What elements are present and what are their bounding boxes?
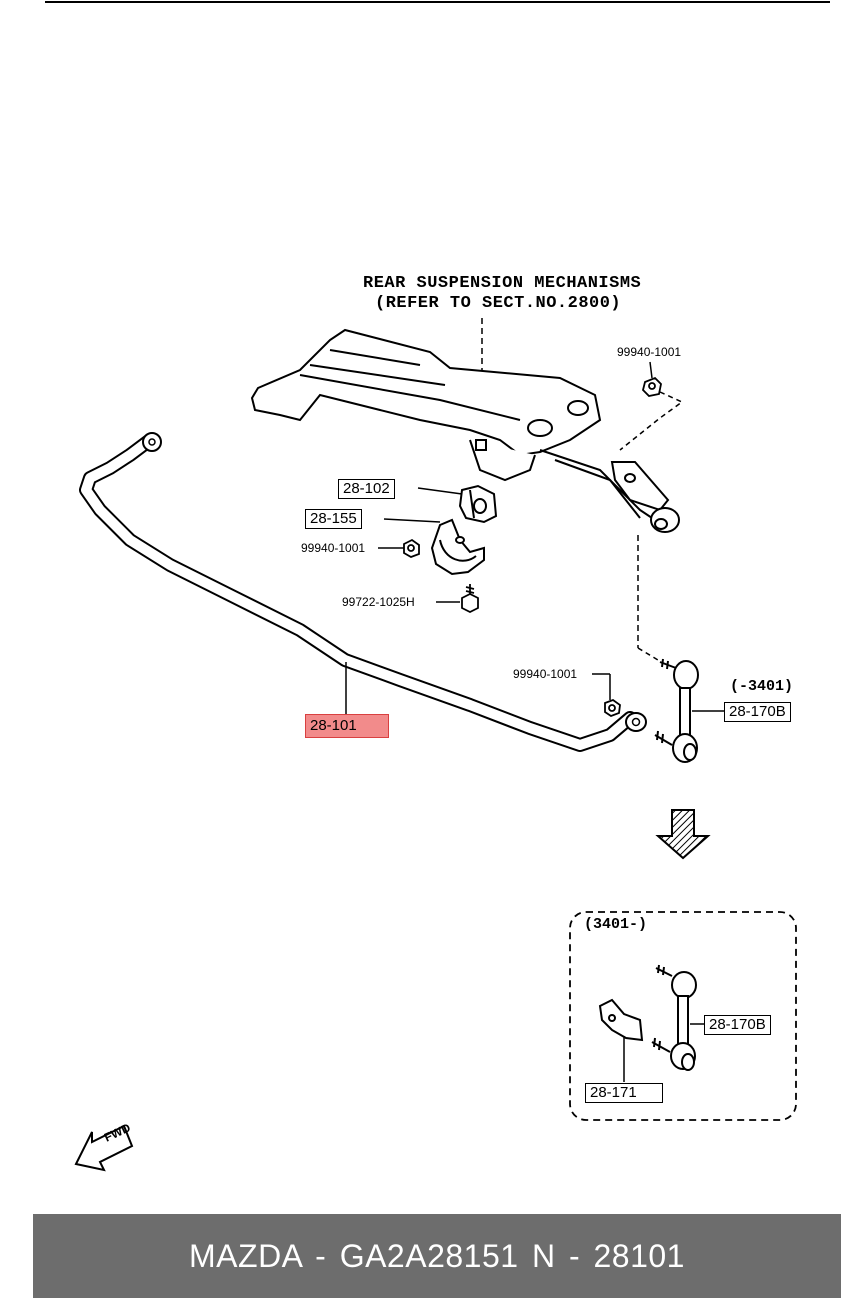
- part-28-170b-main[interactable]: 28-170B: [724, 702, 791, 722]
- diagram-drawing: [45, 1, 830, 1172]
- part-28-101-highlighted[interactable]: 28-101: [305, 714, 389, 738]
- footer-part-number: MAZDA - GA2A28151 N - 28101: [189, 1238, 685, 1274]
- range-main: (-3401): [730, 678, 794, 695]
- inset-frame: [569, 911, 797, 1121]
- nut-top-icon: [642, 376, 662, 397]
- part-28-171[interactable]: 28-171: [585, 1083, 663, 1103]
- footer-bar: MAZDA - GA2A28151 N - 28101: [33, 1214, 841, 1298]
- bushing-icon: [458, 484, 498, 524]
- header-line-2: (REFER TO SECT.NO.2800): [375, 294, 622, 313]
- part-28-155[interactable]: 28-155: [305, 509, 362, 529]
- part-28-102[interactable]: 28-102: [338, 479, 395, 499]
- stabilizer-link-icon: [654, 658, 699, 763]
- range-inset: (3401-): [584, 916, 648, 933]
- header-line-1: REAR SUSPENSION MECHANISMS: [363, 274, 642, 293]
- part-28-170b-inset[interactable]: 28-170B: [704, 1015, 771, 1035]
- link-guide-end: [637, 647, 659, 661]
- inset-stabilizer-link-icon: [651, 964, 697, 1071]
- exploded-parts-diagram: REAR SUSPENSION MECHANISMS (REFER TO SEC…: [45, 1, 830, 1172]
- label-bolt[interactable]: 99722-1025H: [342, 595, 415, 609]
- clamp-icon: [430, 518, 485, 576]
- down-arrow-icon: [655, 809, 711, 860]
- label-nut-left[interactable]: 99940-1001: [301, 541, 366, 555]
- nut-left-icon: [403, 538, 420, 558]
- label-nut-top[interactable]: 99940-1001: [617, 345, 682, 359]
- label-nut-bottom[interactable]: 99940-1001: [513, 667, 578, 681]
- bracket-icon: [598, 998, 644, 1042]
- rear-subframe: [250, 328, 680, 533]
- inset-leader-lines: [623, 1023, 706, 1082]
- bolt-icon: [461, 584, 479, 614]
- stabilizer-bar-icon: [79, 432, 647, 752]
- nut-bottom-icon: [604, 698, 621, 718]
- leader-lines: [345, 361, 724, 714]
- nut-guide-line: [619, 391, 684, 451]
- fwd-arrow-icon: [74, 1124, 134, 1172]
